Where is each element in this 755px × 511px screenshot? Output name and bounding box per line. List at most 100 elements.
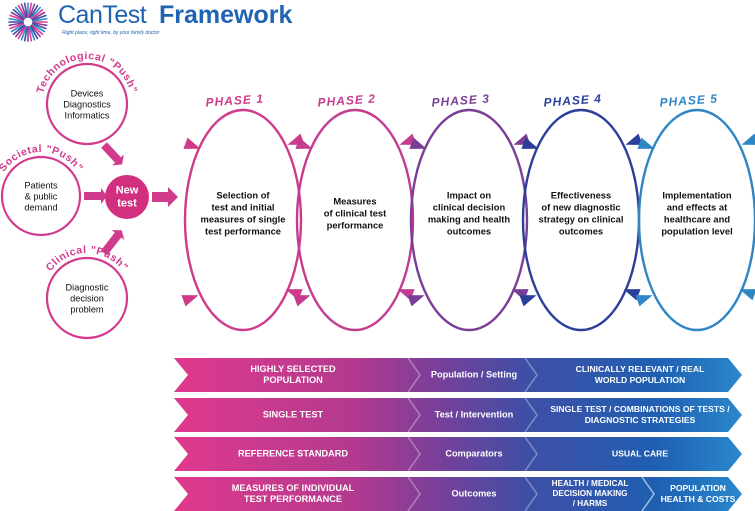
push-ring	[45, 62, 129, 146]
push-ring	[45, 256, 129, 340]
phase-description: Effectiveness	[551, 189, 611, 200]
phase-description: Measures	[333, 195, 376, 206]
bar-right-text: DECISION MAKING	[552, 489, 627, 498]
phase-description: test performance	[205, 225, 281, 236]
push-text: Devices	[71, 88, 104, 98]
bar-right-text: CLINICALLY RELEVANT / REAL	[576, 364, 705, 374]
new-test-label: New	[116, 184, 139, 196]
logo-ray	[9, 14, 25, 22]
phase-arrowhead	[519, 295, 537, 307]
bar-left-text: SINGLE TEST	[263, 409, 324, 419]
logo-ray	[31, 14, 47, 22]
phase-label: PHASE 4	[543, 92, 602, 110]
criteria-bar-shape	[174, 358, 742, 392]
bar-divider	[524, 357, 538, 393]
phase-arrowhead	[293, 295, 311, 307]
push-arrow	[100, 230, 125, 256]
bar-middle-text: Outcomes	[452, 488, 497, 498]
push-text: Diagnostics	[63, 99, 111, 109]
logo-ray	[23, 2, 28, 18]
phase-arrowhead	[183, 137, 201, 149]
logo-ray	[32, 22, 48, 27]
criteria-bar-shape	[174, 398, 742, 432]
phase-description: population level	[661, 225, 732, 236]
phase-description: outcomes	[447, 225, 491, 236]
bar-right-text: POPULATION	[670, 483, 726, 493]
phase-description: performance	[327, 219, 384, 230]
bar-divider	[524, 476, 538, 511]
phase-description: Impact on	[447, 189, 492, 200]
bar-divider	[407, 357, 421, 393]
push-text: demand	[24, 202, 57, 212]
logo-ray	[29, 4, 39, 19]
bar-divider	[407, 397, 421, 433]
logo-ray	[28, 25, 36, 41]
phase-description: clinical decision	[433, 201, 506, 212]
bar-left-text: MEASURES OF INDIVIDUAL	[232, 483, 355, 493]
bar-right-text: HEALTH / MEDICAL	[552, 479, 629, 488]
phase-arrowhead	[295, 137, 313, 149]
phase-label: PHASE 5	[659, 92, 718, 110]
phase-arrowhead	[407, 295, 425, 307]
push-text: Patients	[24, 180, 58, 190]
phase-label: PHASE 3	[431, 92, 490, 110]
cantest-logo: CanTest Framework Right place, right tim…	[6, 0, 306, 44]
phase-label: PHASE 2	[317, 92, 376, 110]
logo-ray	[32, 17, 48, 22]
logo-ray	[12, 24, 25, 36]
logo-ray	[9, 22, 25, 30]
criteria-bar: SINGLE TEST Test / Intervention SINGLE TES…	[174, 397, 742, 433]
logo-ray	[30, 25, 42, 38]
phase-arrowhead	[409, 137, 427, 149]
bar-left-text: POPULATION	[263, 375, 323, 385]
bar-left-text: HIGHLY SELECTED	[250, 364, 336, 374]
logo-ray	[8, 17, 24, 22]
logo-ray	[10, 23, 25, 33]
phase-loop	[637, 108, 755, 332]
bar-left-text: TEST PERFORMANCE	[244, 494, 342, 504]
phase-loop	[409, 108, 529, 332]
brand-tagline: Right place, right time, by your family …	[62, 30, 160, 36]
phase-description: of new diagnostic	[541, 201, 620, 212]
logo-ray	[20, 25, 28, 41]
brand-name: CanTest	[58, 1, 147, 29]
bar-right-text: WORLD POPULATION	[595, 375, 686, 385]
logo-ray	[10, 11, 25, 21]
phase-arrowhead	[521, 137, 539, 149]
phase-description: test and initial	[211, 201, 274, 212]
logo-ray	[31, 22, 47, 30]
criteria-bar-shape	[174, 437, 742, 471]
phase-arrowhead	[181, 295, 199, 307]
logo-ray	[29, 25, 39, 40]
phase-arrowhead	[635, 295, 653, 307]
bar-divider	[641, 476, 655, 511]
phase-description: strategy on clinical	[539, 213, 624, 224]
phase-description: and effects at	[667, 201, 727, 212]
push-text: Diagnostic	[66, 282, 109, 292]
new-test-circle	[105, 175, 149, 219]
phase-label: PHASE 1	[205, 92, 264, 110]
phase-arrowhead	[741, 133, 755, 145]
phase-description: Selection of	[216, 189, 270, 200]
brand-title: Framework	[159, 1, 293, 29]
logo-ray	[31, 8, 44, 20]
logo-ray	[28, 2, 33, 18]
bar-right-text: SINGLE TEST / COMBINATIONS OF TESTS /	[550, 404, 730, 414]
bar-divider	[524, 397, 538, 433]
push-circle: Patients& publicdemandSocietal "Push"	[0, 143, 85, 237]
logo-ray	[12, 8, 25, 20]
bar-middle-text: Population / Setting	[431, 369, 517, 379]
new-test-label: test	[117, 197, 137, 209]
phase-arrowhead	[637, 137, 655, 149]
phase-description: making and health	[428, 213, 511, 224]
bar-right-text: HEALTH & COSTS	[661, 494, 736, 504]
bar-left-text: REFERENCE STANDARD	[238, 448, 348, 458]
bar-middle-text: Test / Intervention	[435, 409, 514, 419]
